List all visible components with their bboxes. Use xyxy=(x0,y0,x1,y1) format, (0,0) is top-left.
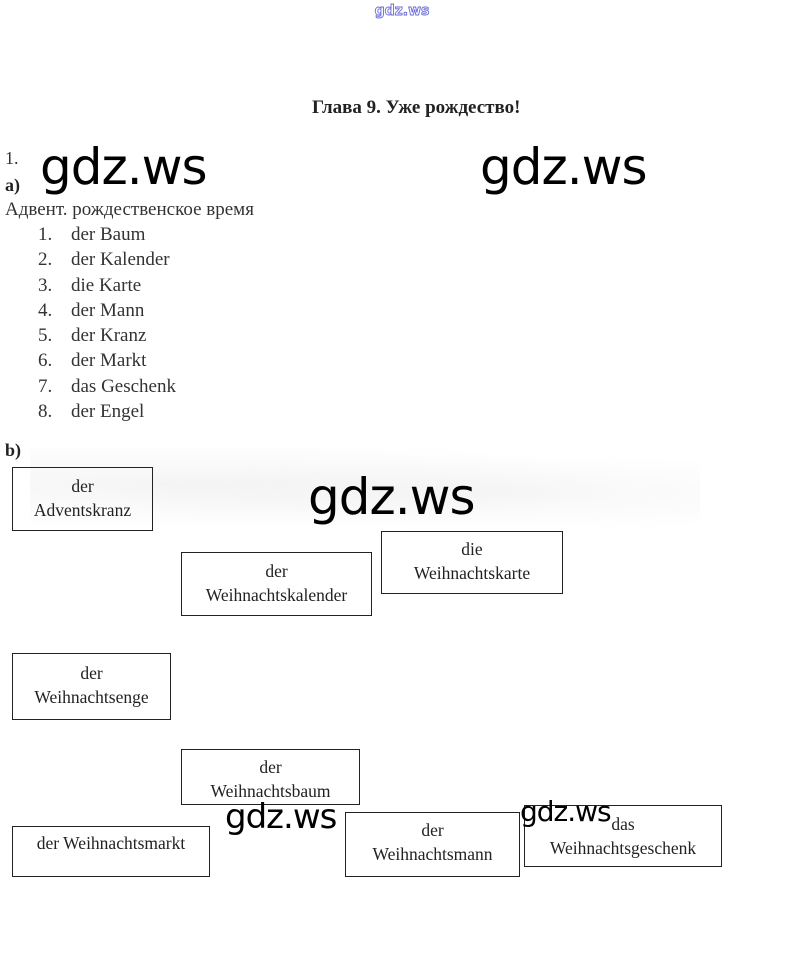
list-item-number: 3. xyxy=(38,274,53,296)
list-item-text: das Geschenk xyxy=(71,375,176,397)
word-box-word: Weihnachtsbaum xyxy=(210,781,331,801)
list-item-text: der Kalender xyxy=(71,249,170,271)
watermark: gdz.ws xyxy=(40,138,208,196)
word-box-word: Weihnachtskarte xyxy=(413,563,531,583)
word-box-article: die xyxy=(461,539,483,559)
word-box-weihnachtsmann: der Weihnachtsmann xyxy=(345,812,520,877)
list-item-number: 7. xyxy=(38,375,53,397)
word-box-weihnachtsgeschenk: das Weihnachtsgeschenk xyxy=(524,805,722,867)
list-item-text: die Karte xyxy=(71,274,142,296)
watermark: gdz.ws xyxy=(480,138,648,196)
part-a-intro: Адвент. рождественское время xyxy=(5,199,254,220)
list-item-number: 4. xyxy=(38,299,53,321)
word-box-article: der xyxy=(265,561,288,581)
list-item-text: der Markt xyxy=(71,350,147,372)
part-b-label: b) xyxy=(5,440,22,460)
chapter-title: Глава 9. Уже рождество! xyxy=(312,97,521,118)
word-box-article: der xyxy=(421,820,444,840)
word-box-word: der Weihnachtsmarkt xyxy=(36,833,186,853)
list-item-number: 6. xyxy=(38,350,53,372)
word-box-word: Weihnachtsgeschenk xyxy=(549,838,697,858)
word-box-weihnachtsmarkt: der Weihnachtsmarkt xyxy=(12,826,210,877)
word-box-weihnachtskalender: der Weihnachtskalender xyxy=(181,552,372,616)
list-item-text: der Kranz xyxy=(71,325,147,347)
word-box-article: der xyxy=(259,757,282,777)
word-box-weihnachtsenge: der Weihnachtsenge xyxy=(12,653,171,720)
word-box-adventskranz: der Adventskranz xyxy=(12,467,153,531)
list-item-number: 5. xyxy=(38,325,53,347)
list-item-number: 1. xyxy=(38,224,53,245)
watermark: gdz.ws xyxy=(520,795,612,828)
word-box-weihnachtskarte: die Weihnachtskarte xyxy=(381,531,563,594)
word-box-word: Weihnachtskalender xyxy=(205,585,348,605)
word-box-word: Weihnachtsenge xyxy=(34,687,149,707)
list-item-text: der Mann xyxy=(71,299,145,321)
word-box-article: der xyxy=(71,476,94,496)
word-box-weihnachtsbaum: der Weihnachtsbaum xyxy=(181,749,360,805)
list-item-text: der Engel xyxy=(71,401,145,423)
list-item-number: 2. xyxy=(38,249,53,271)
part-a-label: a) xyxy=(5,175,20,195)
word-box-article: das xyxy=(611,814,635,834)
list-item-text: der Baum xyxy=(71,224,146,245)
watermark: gdz.ws xyxy=(308,468,476,526)
watermark: gdz.ws xyxy=(225,797,337,837)
exercise-number: 1. xyxy=(5,148,19,168)
word-box-article: der xyxy=(80,663,103,683)
word-box-word: Weihnachtsmann xyxy=(372,844,493,864)
site-watermark-top: gdz.ws xyxy=(374,3,430,20)
word-box-word: Adventskranz xyxy=(33,500,132,520)
list-item-number: 8. xyxy=(38,401,53,423)
